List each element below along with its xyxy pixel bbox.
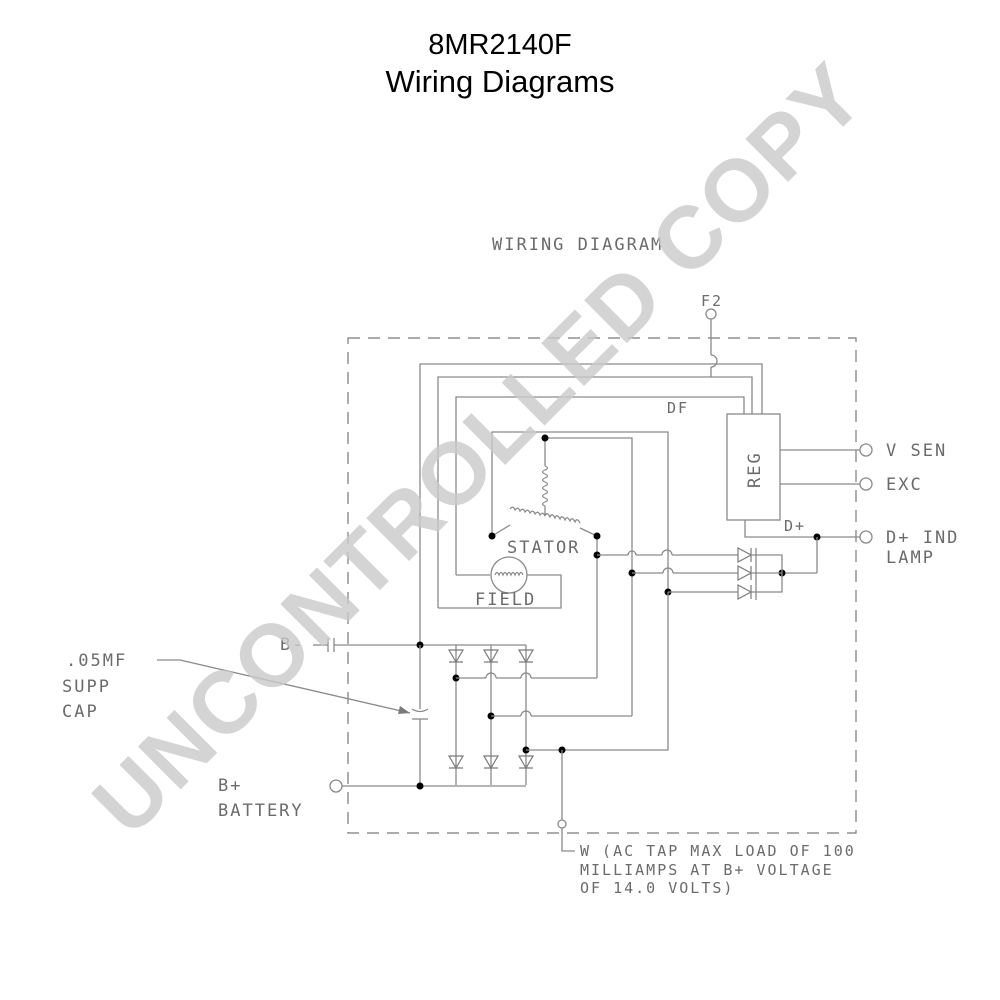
neg-diode-2 — [482, 649, 500, 664]
neg-diode-1 — [447, 649, 465, 664]
trio-diode-3 — [737, 583, 753, 601]
pos-diode-1 — [447, 755, 465, 770]
stator-winding-top — [541, 465, 549, 507]
alternator-enclosure — [347, 337, 857, 834]
cap-label-3: CAP — [62, 702, 99, 722]
f2-terminal — [705, 308, 717, 320]
b-plus-terminal — [329, 779, 343, 793]
v-sen-terminal — [859, 443, 873, 457]
wire-top-1 — [419, 363, 763, 645]
cap-label-1: .05MF — [66, 651, 127, 671]
trio-diode-1 — [737, 546, 753, 564]
df-label: DF — [667, 399, 689, 417]
field-wire-right — [438, 574, 562, 609]
phase-2-cross — [520, 710, 532, 717]
exc-terminal — [859, 477, 873, 491]
field-label: FIELD — [475, 590, 536, 610]
stator-lead-left — [491, 524, 511, 537]
uncontrolled-copy-watermark: UNCONTROLLED COPY — [74, 44, 884, 854]
trio-diode-2 — [737, 564, 753, 582]
stator-winding-left — [509, 506, 546, 517]
phase-3 — [526, 592, 669, 751]
f2-label: F2 — [701, 292, 723, 310]
stator-label: STATOR — [507, 538, 580, 558]
w-note-line-1: W (AC TAP MAX LOAD OF 100 — [580, 842, 856, 860]
d-plus-ind-label: D+ IND — [886, 528, 959, 548]
phase-1-cross-b — [520, 672, 532, 679]
d-plus-wire — [744, 520, 860, 538]
junction-stator-left — [488, 532, 496, 540]
w-note-line-2: MILLIAMPS AT B+ VOLTAGE — [580, 861, 834, 879]
cap-plate-top — [411, 708, 429, 713]
wire-top-2 — [437, 376, 753, 608]
trio-feed-2-cross — [662, 567, 674, 574]
diagram-title: WIRING DIAGRAM — [492, 235, 663, 255]
b-plus-label: B+ — [218, 776, 242, 796]
junction-b-plus — [416, 782, 424, 790]
cap-leader-arrow — [398, 706, 410, 714]
model-number: 8MR2140F — [428, 29, 572, 61]
battery-label: BATTERY — [218, 801, 304, 821]
trio-feed-1-cross-a — [627, 550, 637, 556]
stator-frame-wire — [491, 431, 669, 592]
w-terminal — [557, 819, 567, 829]
w-note-leader — [561, 828, 575, 852]
field-rotor — [490, 556, 528, 594]
lamp-label: LAMP — [886, 548, 935, 568]
trio-feed-1-cross-b — [661, 549, 673, 556]
stator-phase-2-wire — [545, 437, 633, 716]
phase-1-cross-a — [485, 672, 497, 679]
v-sen-label: V SEN — [886, 441, 947, 461]
pos-diode-3 — [517, 755, 535, 770]
exc-label: EXC — [886, 475, 923, 495]
f2-crossover — [710, 354, 718, 368]
junction-stator-right — [593, 532, 601, 540]
w-note-line-3: OF 14.0 VOLTS) — [580, 879, 734, 897]
stator-winding-right — [544, 513, 581, 524]
d-plus-ind-terminal — [859, 530, 873, 544]
cap-leader-line — [157, 659, 411, 714]
wire-df — [455, 396, 745, 575]
neg-diode-3 — [517, 649, 535, 664]
b-minus-label: B- — [280, 635, 304, 655]
junction-stator-top — [541, 434, 549, 442]
cap-label-2: SUPP — [62, 677, 111, 697]
page-title: Wiring Diagrams — [385, 64, 615, 99]
field-winding — [494, 571, 524, 577]
reg-label: REG — [745, 451, 765, 488]
regulator-box — [726, 413, 781, 521]
d-plus-label: D+ — [784, 517, 806, 535]
pos-diode-2 — [482, 755, 500, 770]
page-header: 8MR2140F Wiring Diagrams — [0, 28, 1000, 102]
